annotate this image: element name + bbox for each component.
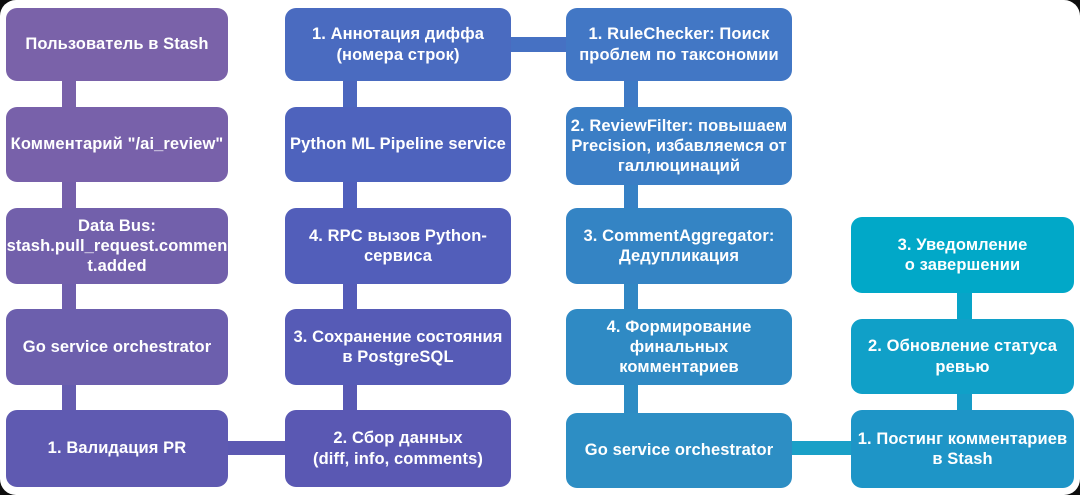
box-save-state-postgres: 3. Сохранение состояния в PostgreSQL: [285, 309, 511, 385]
box-post-comments-stash: 1. Постинг комментариев в Stash: [851, 410, 1074, 488]
flow-box-label: сервиса: [364, 247, 432, 265]
vconn-c3-4: [624, 385, 638, 413]
box-collect-data: 2. Сбор данных(diff, info, comments): [285, 410, 511, 487]
flow-box-label: Дедупликация: [618, 247, 740, 265]
flow-box-label: t.added: [87, 257, 147, 276]
box-comment-ai-review: Комментарий "/ai_review": [6, 107, 228, 182]
flow-box-label: 4. RPC вызов Python-: [308, 226, 487, 245]
vconn-c1-3: [62, 284, 76, 309]
box-validate-pr: 1. Валидация PR: [6, 410, 228, 487]
vconn-c3-3: [624, 284, 638, 309]
flow-box-label: 1. Валидация PR: [47, 439, 187, 458]
flow-box-label: Data Bus:: [78, 216, 156, 235]
box-go-orchestrator-1: Go service orchestrator: [6, 309, 228, 385]
flow-box-label: Go service orchestrator: [22, 337, 212, 356]
vconn-c2-4: [343, 385, 357, 410]
hconn-annotate-to-rulechecker: [511, 37, 566, 52]
flow-box-label: в Stash: [932, 450, 993, 468]
vconn-c1-1: [62, 81, 76, 107]
flow-box-label: 3. Сохранение состояния: [293, 327, 503, 346]
vconn-c1-2: [62, 182, 76, 208]
flow-box-label: 3. Уведомление: [897, 235, 1028, 254]
flow-box-label: финальных: [629, 337, 729, 356]
flow-box-label: 1. RuleChecker: Поиск: [588, 25, 770, 44]
flow-box-label: 4. Формирование: [606, 317, 752, 336]
flow-box-label: комментариев: [619, 358, 739, 377]
vconn-c2-2: [343, 182, 357, 208]
box-go-orchestrator-2: Go service orchestrator: [566, 413, 792, 488]
box-data-bus-event: Data Bus:stash.pull_request.commen t.adde…: [6, 208, 228, 284]
vconn-c2-3: [343, 284, 357, 309]
box-annotate-diff: 1. Аннотация диффа(номера строк): [285, 8, 511, 81]
flow-box-label: 2. Сбор данных: [333, 429, 463, 448]
flow-box-label: Go service orchestrator: [584, 441, 774, 460]
flow-box-label: 2. Обновление статуса: [868, 337, 1057, 356]
flow-box-label: (номера строк): [336, 45, 460, 64]
flow-box-label: Precision, избавляемся от: [571, 136, 787, 155]
vconn-c3-1: [624, 81, 638, 107]
hconn-orchestrator-to-posting: [792, 441, 851, 455]
flow-box-label: (diff, info, comments): [313, 449, 483, 468]
flow-box-label: галлюцинаций: [617, 157, 741, 176]
vconn-c4-2: [957, 394, 972, 410]
box-notify-completion: 3. Уведомление о завершении: [851, 217, 1074, 293]
hconn-validate-to-collect: [228, 441, 285, 455]
flow-box-label: ревью: [935, 357, 990, 376]
flow-box-label: 1. Аннотация диффа: [311, 25, 485, 44]
flow-box-label: Python ML Pipeline service: [290, 135, 506, 154]
vconn-c2-1: [343, 81, 357, 107]
flow-box-label: 1. Постинг комментариев: [857, 429, 1068, 448]
flow-box-label: о завершении: [904, 256, 1021, 274]
box-commentaggregator: 3. CommentAggregator: Дедупликация: [566, 208, 792, 284]
vconn-c1-4: [62, 385, 76, 410]
flow-box-label: 2. ReviewFilter: повышаем: [570, 116, 788, 135]
flow-box-label: 3. CommentAggregator:: [583, 226, 775, 245]
vconn-c4-1: [957, 293, 972, 319]
flow-box-label: в PostgreSQL: [342, 348, 454, 366]
flow-box-label: stash.pull_request.commen: [6, 236, 228, 255]
box-rpc-call-python: 4. RPC вызов Python-сервиса: [285, 208, 511, 284]
box-python-ml-pipeline: Python ML Pipeline service: [285, 107, 511, 182]
flow-box-label: проблем по таксономии: [579, 45, 779, 64]
vconn-c3-2: [624, 185, 638, 208]
box-user-in-stash: Пользователь в Stash: [6, 8, 228, 81]
flow-box-label: Комментарий "/ai_review": [10, 135, 224, 154]
flow-box-label: Пользователь в Stash: [25, 35, 209, 54]
